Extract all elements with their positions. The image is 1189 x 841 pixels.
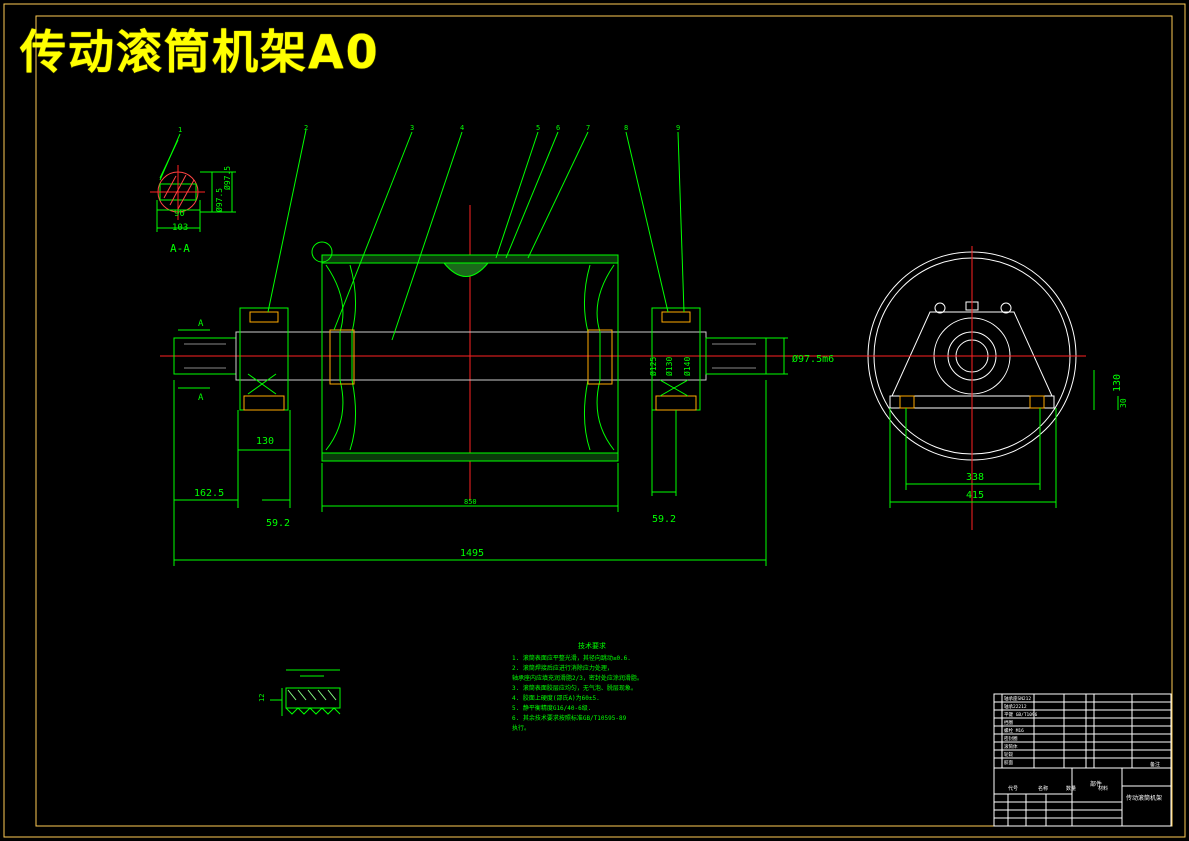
tech-line-5: 4. 胶面上硬度(邵氏A)为60±5. <box>512 694 600 702</box>
part-number-3: 3 <box>410 124 414 132</box>
part-number-7: 7 <box>586 124 590 132</box>
header-code: 代号 <box>1008 785 1018 792</box>
dim-section-h: Ø97.5 <box>214 188 224 212</box>
part-row-6: 密封圈 <box>1004 735 1018 742</box>
part-number-2: 2 <box>304 124 308 132</box>
part-row-8: 轮毂 <box>1004 751 1013 758</box>
tech-requirements-heading: 技术要求 <box>578 641 606 650</box>
main-dimension-lines <box>173 337 788 566</box>
dim-base-inner: 338 <box>966 472 984 483</box>
dim-bearing-d1: Ø125 <box>648 357 658 376</box>
assembly-label: 部件 <box>1090 780 1102 788</box>
dim-lagging-thickness: 12 <box>258 694 266 702</box>
dim-drum-length: 850 <box>464 498 477 506</box>
part-row-2: 轴承22212 <box>1004 703 1027 710</box>
part-number-9: 9 <box>676 124 680 132</box>
dim-offset-left: 59.2 <box>266 518 290 529</box>
section-mark-bottom: A <box>198 393 204 403</box>
part-number-1: 1 <box>178 126 182 134</box>
tech-line-2: 2. 滚筒焊接后应进行消除应力处理， <box>512 664 613 672</box>
dim-section-w1: 90 <box>174 209 185 219</box>
part-number-5: 5 <box>536 124 540 132</box>
main-view <box>173 241 767 462</box>
dim-bearing-d2: Ø130 <box>664 357 674 376</box>
dim-total-length: 1495 <box>460 548 484 559</box>
dim-housing-h2: 30 <box>1119 398 1128 408</box>
section-mark-top: A <box>198 319 204 329</box>
header-remark: 备注 <box>1150 761 1160 768</box>
part-number-labels: 1 2 3 4 5 6 7 8 9 <box>178 124 680 134</box>
dim-bearing-width: 130 <box>256 436 274 447</box>
part-row-4: 挡圈 <box>1004 719 1013 726</box>
dim-shaft-end: 162.5 <box>194 488 224 499</box>
dim-shaft-dia: Ø97.5m6 <box>792 353 834 365</box>
title-block <box>993 693 1172 827</box>
part-number-6: 6 <box>556 124 560 132</box>
header-material: 材料 <box>1098 785 1108 792</box>
inner-border <box>35 15 1173 827</box>
drawing-name: 传动滚筒机架 <box>1126 794 1162 802</box>
drawing-title: 传动滚筒机架A0 <box>20 25 380 79</box>
tech-line-4: 3. 滚筒表面胶层应均匀，无气泡、脱层现象。 <box>512 684 637 692</box>
dim-housing-h: 130 <box>1112 374 1123 392</box>
dim-section-w2: 103 <box>172 223 188 233</box>
tech-line-7: 6. 其余技术要求按照标准GB/T10595-89 <box>512 714 627 722</box>
part-row-5: 螺栓 M16 <box>1004 727 1024 734</box>
header-name: 名称 <box>1038 785 1048 792</box>
section-aa-view <box>150 139 236 232</box>
side-view <box>862 246 1119 530</box>
part-number-4: 4 <box>460 124 464 132</box>
dim-offset-right: 59.2 <box>652 514 676 525</box>
part-row-9: 胶面 <box>1004 759 1013 766</box>
title-block-text: 轴承座SN212 轴承22212 平键 GB/T1096 挡圈 螺栓 M16 密… <box>1004 695 1162 802</box>
tech-line-3: 轴承座内应填充润滑脂2/3，密封处应涂润滑脂。 <box>512 674 643 682</box>
part-row-7: 滚筒体 <box>1004 743 1018 750</box>
section-aa-label: A-A <box>170 242 190 255</box>
tech-line-6: 5. 静平衡精度G16/40-6级. <box>512 704 591 712</box>
dim-section-h2: Ø97.5 <box>222 166 232 190</box>
tech-line-8: 执行。 <box>512 724 530 732</box>
part-leaders <box>159 129 685 341</box>
part-number-8: 8 <box>624 124 628 132</box>
lagging-detail <box>270 669 341 716</box>
part-row-3: 平键 GB/T1096 <box>1004 711 1038 718</box>
tech-line-1: 1. 滚筒表面应平整光滑，其径向跳动≤0.6. <box>512 654 631 662</box>
dim-base-outer: 415 <box>966 490 984 501</box>
outer-border <box>3 3 1186 838</box>
header-qty: 数量 <box>1066 785 1076 792</box>
part-row-1: 轴承座SN212 <box>1004 695 1031 702</box>
tech-requirements: 技术要求 1. 滚筒表面应平整光滑，其径向跳动≤0.6. 2. 滚筒焊接后应进行… <box>512 641 643 732</box>
dim-bearing-d3: Ø140 <box>682 357 692 376</box>
